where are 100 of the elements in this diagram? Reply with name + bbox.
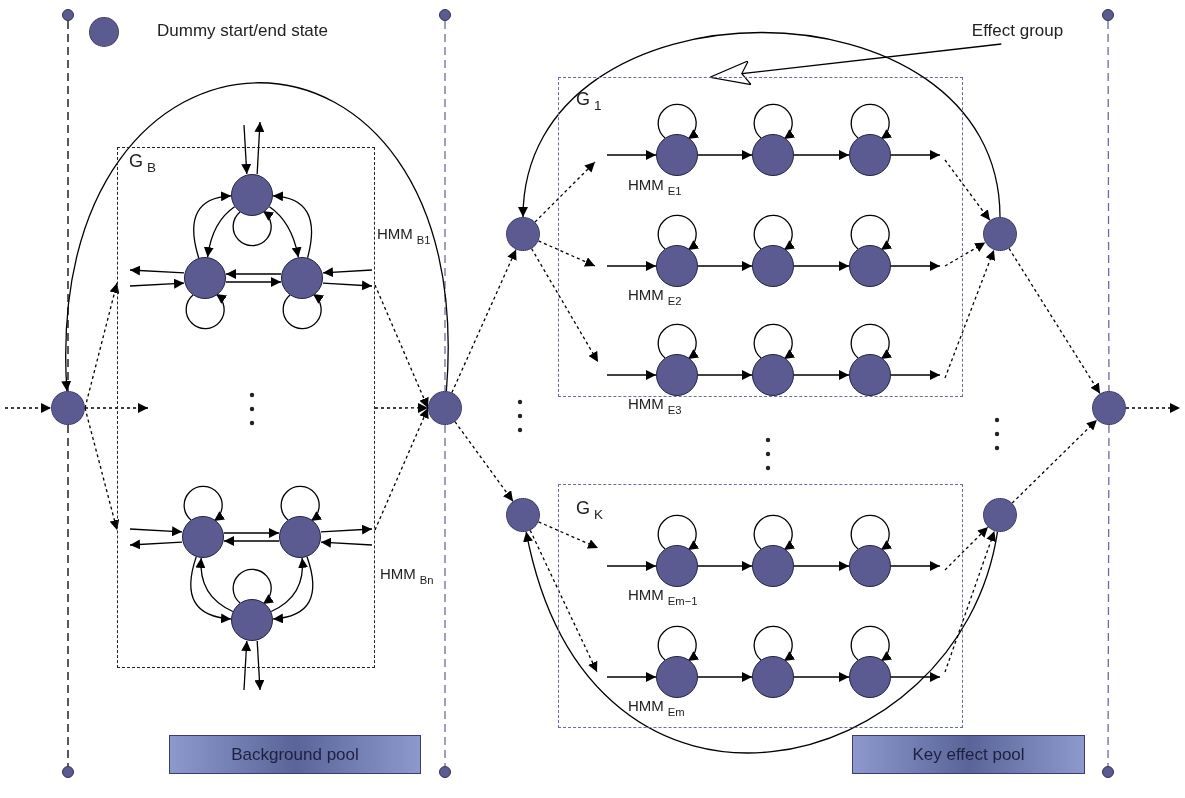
pool-banner: Key effect pool [852, 735, 1085, 774]
arrow [524, 531, 999, 753]
arrow [606, 672, 657, 682]
arrow [890, 370, 941, 380]
state-circle [230, 598, 273, 641]
self-loop-arrow [753, 323, 795, 360]
arrow [204, 206, 236, 258]
line-end-dot [439, 9, 451, 21]
arrow [225, 277, 282, 287]
arrow [241, 124, 252, 175]
arrow [195, 557, 234, 613]
line-end-dot [62, 9, 74, 21]
group-label: G$_{B}$ [129, 152, 157, 177]
self-loop-arrow [657, 214, 699, 251]
arrow [890, 150, 941, 160]
group-frame [117, 147, 375, 668]
arrow [697, 150, 753, 160]
self-loop-arrow [753, 625, 795, 662]
arrow [519, 31, 1001, 218]
dummy-state-circle [506, 217, 540, 251]
self-loop-arrow [657, 514, 699, 551]
arrow [793, 150, 850, 160]
arrow [606, 261, 657, 271]
arrow [793, 561, 850, 571]
dummy-state-circle [983, 498, 1017, 532]
self-loop-arrow [185, 293, 227, 330]
dashed-line [444, 424, 446, 767]
self-loop-arrow [850, 214, 892, 251]
arrow [268, 206, 302, 258]
dashed-line [67, 20, 69, 392]
self-loop-arrow [183, 485, 225, 522]
arrow [374, 407, 429, 531]
arrow [697, 370, 753, 380]
state-circle [655, 133, 698, 176]
line-end-dot [62, 766, 74, 778]
arrow [193, 191, 232, 259]
arrow [1008, 247, 1101, 395]
arrow [270, 557, 308, 613]
state-circle [655, 544, 698, 587]
state-circle [848, 544, 891, 587]
state-circle [278, 515, 321, 558]
arrow [320, 537, 373, 548]
dummy-state-circle [51, 391, 85, 425]
dashed-line [67, 424, 69, 767]
self-loop-arrow [850, 323, 892, 360]
arrow [944, 241, 986, 267]
self-loop-arrow [850, 103, 892, 140]
dummy-state-circle [428, 391, 462, 425]
arrow [697, 672, 753, 682]
arrow [272, 191, 313, 259]
arrow [84, 403, 149, 413]
state-circle [181, 515, 224, 558]
arrow [129, 278, 185, 289]
arrow [606, 561, 657, 571]
arrow [944, 526, 989, 571]
arrow [223, 528, 280, 538]
arrow [241, 640, 252, 691]
state-circle [751, 244, 794, 287]
model-label: HMM$_{Em−1}$ [628, 587, 698, 607]
dummy-state-circle [506, 498, 540, 532]
arrow [84, 407, 120, 531]
arrow [454, 421, 514, 502]
arrow [537, 521, 599, 549]
arrow [1125, 403, 1181, 413]
state-circle [751, 655, 794, 698]
arrow [890, 672, 941, 682]
arrow [62, 82, 448, 392]
dashed-line [1107, 424, 1110, 767]
arrow [890, 561, 941, 571]
self-loop-arrow [753, 514, 795, 551]
arrow [530, 248, 599, 363]
pool-banner: Background pool [169, 735, 421, 774]
state-circle [655, 244, 698, 287]
dashed-line [444, 20, 446, 392]
model-label: HMM$_{E2}$ [628, 287, 682, 307]
self-loop-arrow [282, 293, 324, 330]
dummy-state-circle [1092, 391, 1126, 425]
arrow [254, 121, 265, 175]
arrow [4, 403, 52, 413]
group-label: G$_{K}$ [576, 499, 604, 524]
self-loop-arrow [657, 625, 699, 662]
arrow [606, 370, 657, 380]
state-circle [183, 256, 226, 299]
arrow [225, 269, 282, 279]
model-label: HMM$_{Bn}$ [380, 566, 434, 586]
callout-text: Effect group [955, 18, 1080, 44]
dashed-line [1107, 20, 1110, 392]
state-circle [655, 655, 698, 698]
arrow [697, 261, 753, 271]
model-label: HMM$_{E1}$ [628, 177, 682, 197]
arrow [529, 529, 598, 673]
arrow [129, 526, 183, 537]
state-circle [848, 244, 891, 287]
state-circle [751, 544, 794, 587]
line-end-dot [1102, 9, 1114, 21]
self-loop-arrow [753, 103, 795, 140]
group-frame [558, 484, 963, 728]
self-loop-arrow [850, 514, 892, 551]
model-label: HMM$_{E3}$ [628, 396, 682, 416]
arrow [451, 248, 517, 394]
